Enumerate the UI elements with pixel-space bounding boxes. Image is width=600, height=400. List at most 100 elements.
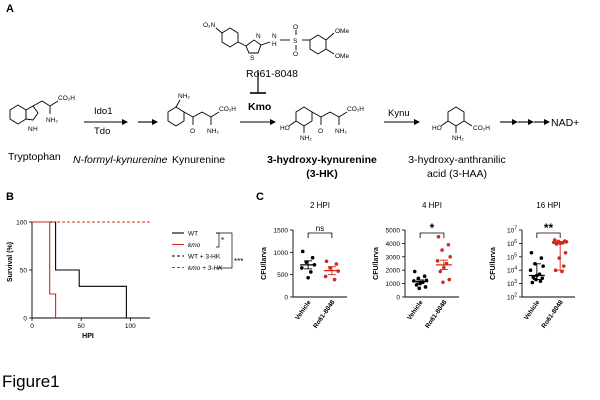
cfu-data-point	[530, 280, 535, 285]
cfu-data-point	[563, 250, 568, 255]
cfu-ylabel: CFU/larva	[373, 247, 380, 280]
3-haa-oh-bond	[440, 120, 449, 127]
cfu-y-tick-label: 3000	[386, 254, 401, 261]
n-formyl-kynurenine-label: N-formyl-kynurenine	[73, 154, 168, 166]
cfu-plot-title: 2 HPI	[310, 201, 330, 210]
survival-y-tick-label: 100	[16, 220, 27, 227]
cfu-data-point	[324, 259, 329, 264]
kynurenine-o-label: O	[190, 128, 195, 135]
nitro-label: O₂N	[203, 22, 216, 29]
tdo-label: Tdo	[94, 126, 110, 137]
panel-letter-b: B	[6, 191, 14, 203]
cfu-data-point	[332, 277, 337, 282]
survival-curve	[32, 221, 127, 318]
cfu-data-point	[422, 274, 427, 279]
cfu-data-point	[334, 262, 339, 266]
cfu-data-point	[538, 279, 543, 284]
cfu-y-tick-label: 0	[284, 295, 288, 302]
tryptophan-benzene-ring	[9, 104, 27, 125]
nad-arrowhead-1	[512, 119, 518, 125]
cfu-data-point	[417, 286, 422, 291]
ido1-label: Ido1	[94, 106, 113, 117]
thiazole-n-label: N	[256, 33, 261, 40]
cfu-y-tick-label: 105	[507, 252, 517, 261]
sulfonamide-h-label: H	[272, 41, 277, 48]
nitrophenyl-ring	[221, 27, 239, 48]
phenyl-thiazole-bond	[237, 41, 247, 47]
3-hk-o-label: O	[318, 128, 323, 135]
3-hk-label-line2: (3-HK)	[306, 168, 338, 180]
kmo-arrowhead	[270, 119, 276, 125]
ome1-bond	[325, 32, 335, 41]
kynurenine-label: Kynurenine	[172, 154, 225, 166]
survival-y-tick-label: 50	[20, 268, 28, 275]
sig-3hk: ***	[234, 257, 243, 266]
cfu-data-point	[561, 264, 566, 268]
cfu-ylabel: CFU/larva	[490, 247, 497, 280]
thiazole-nh-bond	[260, 41, 271, 46]
cfu-plot-title: 4 HPI	[422, 201, 442, 210]
cfu-y-tick-label: 1000	[274, 250, 289, 257]
nad-arrowhead-3	[544, 119, 550, 125]
tryptophan-co2h-label: CO₂H	[58, 95, 75, 102]
sig-bracket-wt-kmo	[216, 232, 220, 248]
cfu-data-point	[435, 259, 440, 263]
cfu-category-label: Ro61-8048	[312, 299, 337, 330]
sulfonyl-o2-label: O	[293, 51, 298, 58]
survival-ylabel: Survival (%)	[7, 242, 14, 282]
cfu-y-tick-label: 1500	[274, 228, 289, 235]
ome2-bond	[325, 48, 335, 55]
cfu-data-point	[441, 280, 445, 285]
cfu-data-point	[531, 275, 536, 280]
cfu-data-point	[412, 269, 417, 274]
figure-caption: Figure1	[2, 372, 60, 391]
thiazole-s-label: S	[250, 55, 255, 62]
nitro-bond	[215, 27, 223, 34]
cfu-sig-bracket	[419, 232, 445, 238]
sulfonamide-n-label: N	[272, 33, 277, 40]
cfu-y-tick-label: 5000	[386, 228, 401, 235]
dimethoxyphenyl-ring	[309, 34, 327, 55]
tryptophan-side-chain-2	[41, 100, 51, 107]
cfu-y-tick-label: 4000	[386, 241, 401, 248]
3-haa-nh2-label: NH₂	[452, 135, 464, 142]
survival-curve	[32, 221, 57, 318]
tryptophan-pyrrole-ring	[25, 105, 39, 121]
cfu-data-point	[309, 270, 313, 274]
kynurenine-chain-1	[192, 111, 203, 118]
3-hk-ho-label: HO	[280, 125, 290, 132]
cfu-data-point	[529, 250, 534, 255]
kmo-label: Kmo	[248, 101, 271, 113]
ome2-label: OMe	[335, 53, 349, 60]
cfu-category-label: Vehicle	[406, 299, 425, 322]
cfu-significance: **	[544, 221, 554, 235]
cfu-data-point	[528, 268, 533, 273]
cfu-data-point	[554, 242, 559, 246]
survival-x-tick-label: 50	[78, 323, 86, 330]
panel-letter-c: C	[256, 191, 264, 203]
panel-letter-a: A	[6, 3, 14, 15]
3-hk-ring	[295, 106, 313, 127]
cfu-y-tick-label: 104	[507, 266, 517, 275]
kynurenine-structure	[167, 99, 220, 127]
sulfonyl-s-label: S	[293, 38, 298, 45]
cfu-data-point	[414, 283, 419, 287]
survival-legend-label: kmo	[188, 242, 201, 249]
sig-bracket-3hk	[216, 232, 233, 269]
panel-a: A O₂N S N N H S O O OMe OMe Ro61-8048	[6, 3, 579, 180]
cfu-data-point	[446, 242, 451, 247]
cfu-ylabel: CFU/larva	[261, 247, 268, 280]
survival-y-tick-label: 0	[23, 316, 27, 323]
nfk-kyn-arrowhead	[152, 119, 158, 125]
cfu-data-point	[541, 264, 545, 268]
tryptophan-structure	[9, 100, 59, 125]
cfu-category-label: Ro61-8048	[540, 299, 565, 330]
cfu-y-tick-label: 1000	[386, 281, 401, 288]
cfu-y-tick-label: 103	[507, 279, 517, 288]
cfu-y-tick-label: 102	[507, 293, 517, 302]
